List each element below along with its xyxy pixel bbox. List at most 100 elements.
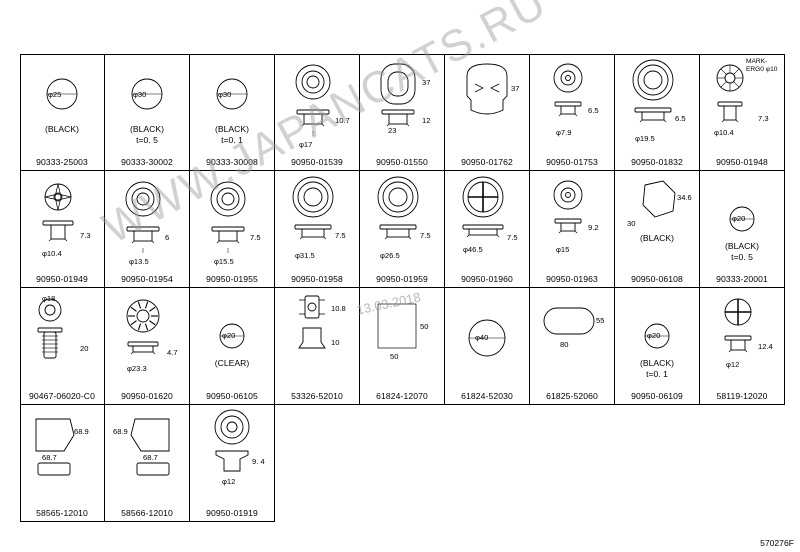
part-number: 90950-06109	[631, 391, 683, 401]
dimension-label: φ18	[42, 294, 56, 303]
part-number: 90950-06108	[631, 274, 683, 284]
dimension-label: φ10.4	[714, 128, 734, 137]
part-cell-90950-01959: 7.5 φ26.5 90950-01959	[360, 171, 445, 288]
part-drawing	[377, 303, 417, 349]
empty-cell	[700, 405, 785, 522]
part-note: (BLACK) t=0. 1	[215, 124, 249, 145]
dimension-label: φ17	[299, 140, 313, 149]
part-drawing	[468, 319, 506, 357]
part-number: 58119-12020	[716, 391, 768, 401]
part-drawing	[716, 64, 744, 123]
part-number: 90333-25003	[36, 157, 88, 167]
dimension-label: 7.5	[250, 233, 261, 242]
dimension-label: 30	[627, 219, 636, 228]
dimension-label: 50	[390, 352, 399, 361]
part-drawing	[466, 63, 508, 115]
dimension-label: 6.5	[588, 106, 599, 115]
dimension-label: 4.7	[167, 348, 178, 357]
part-number: 90950-01832	[631, 157, 683, 167]
dimension-label: φ20	[732, 214, 746, 223]
part-cell-90333-25003: φ25 (BLACK) 90333-25003	[20, 54, 105, 171]
part-number: 90950-01762	[461, 157, 513, 167]
part-number: 90950-01954	[121, 274, 173, 284]
part-number: 90467-06020-C0	[29, 391, 95, 401]
dimension-label: 23	[388, 126, 397, 135]
dimension-label: φ15.5	[214, 257, 234, 266]
part-drawing	[216, 78, 248, 110]
dimension-label: φ19.5	[635, 134, 655, 143]
dimension-label: 50	[420, 322, 429, 331]
empty-cell	[445, 405, 530, 522]
part-drawing	[219, 323, 245, 349]
part-cell-90950-06105: φ20(CLEAR)90950-06105	[190, 288, 275, 405]
part-number: 90950-01949	[36, 274, 88, 284]
part-number: 58566-12010	[121, 508, 173, 518]
dimension-label: 68.9	[113, 427, 128, 436]
part-number: 90950-01919	[206, 508, 258, 518]
dimension-label: 68.9	[74, 427, 89, 436]
part-number: 58565-12010	[36, 508, 88, 518]
part-drawing	[377, 176, 419, 240]
dimension-label: φ12	[222, 477, 236, 486]
part-number: 53326-52010	[291, 391, 343, 401]
part-cell-90950-01539: 10.7 φ17 90950-01539	[275, 54, 360, 171]
dimension-label: 9.2	[588, 223, 599, 232]
dimension-label: φ23.3	[127, 364, 147, 373]
dimension-label: 37	[511, 84, 520, 93]
dimension-label: 7.3	[758, 114, 769, 123]
part-cell-90950-01762: 37 90950-01762	[445, 54, 530, 171]
part-note: (BLACK)	[45, 124, 79, 134]
dimension-label: φ26.5	[380, 251, 400, 260]
dimension-label: 10	[331, 338, 340, 347]
part-number: 90950-01539	[291, 157, 343, 167]
part-number: 61824-52030	[461, 391, 513, 401]
dimension-label: φ40	[475, 333, 489, 342]
part-drawing	[298, 295, 326, 349]
part-number: 61824-12070	[376, 391, 428, 401]
part-cell-61824-12070: 50 50 61824-12070	[360, 288, 445, 405]
dimension-label: 10.7	[335, 116, 350, 125]
part-cell-90950-01958: 7.5 φ31.5 90950-01958	[275, 171, 360, 288]
part-drawing	[42, 183, 74, 242]
dimension-label: φ25	[48, 90, 62, 99]
dimension-label: φ13.5	[129, 257, 149, 266]
dimension-label: 7.5	[335, 231, 346, 240]
part-drawing	[642, 180, 676, 218]
dimension-label: φ10.4	[42, 249, 62, 258]
dimension-label: φ31.5	[295, 251, 315, 260]
dimension-label: φ15	[556, 245, 570, 254]
dimension-label: φ20	[647, 331, 661, 340]
part-number: 90333-30002	[121, 157, 173, 167]
dimension-label: φ20	[222, 331, 236, 340]
empty-cell	[360, 405, 445, 522]
dimension-label: 7.5	[420, 231, 431, 240]
part-number: 90950-01958	[291, 274, 343, 284]
part-drawing	[131, 78, 163, 110]
part-drawing	[553, 63, 583, 117]
part-number: 90950-01959	[376, 274, 428, 284]
part-number: 90950-01948	[716, 157, 768, 167]
part-drawing	[130, 418, 170, 476]
dimension-label: 7.5	[507, 233, 518, 242]
part-number: 90950-01960	[461, 274, 513, 284]
part-drawing	[724, 298, 752, 353]
dimension-label: 12.4	[758, 342, 773, 351]
